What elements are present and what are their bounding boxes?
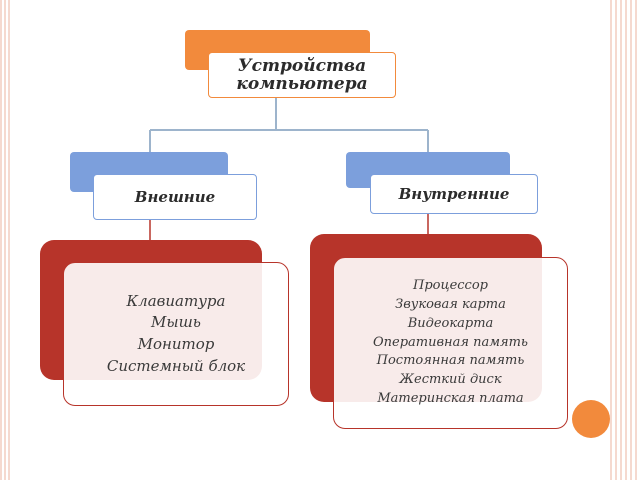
list-item: Оперативная память bbox=[372, 334, 529, 350]
list-item: Материнская плата bbox=[377, 391, 524, 407]
right-decorative-stripe bbox=[610, 0, 640, 480]
orange-accent-circle bbox=[572, 400, 610, 438]
list-item: Процессор bbox=[413, 278, 488, 294]
list-item: Звуковая карта bbox=[395, 296, 506, 312]
list-item: Постоянная память bbox=[376, 353, 525, 369]
list-item: Клавиатура bbox=[126, 291, 226, 310]
external-devices-list: Клавиатура Мышь Монитор Системный блок bbox=[63, 262, 289, 406]
list-item: Видеокарта bbox=[407, 315, 494, 331]
internal-node-label: Внутренние bbox=[398, 185, 510, 203]
list-item: Жесткий диск bbox=[399, 372, 502, 388]
root-node: Устройства компьютера bbox=[208, 52, 396, 98]
list-item: Мышь bbox=[151, 313, 201, 332]
internal-node: Внутренние bbox=[370, 174, 538, 214]
external-node: Внешние bbox=[93, 174, 257, 220]
internal-devices-list: Процессор Звуковая карта Видеокарта Опер… bbox=[333, 257, 568, 429]
list-item: Системный блок bbox=[106, 356, 246, 375]
root-node-label: Устройства компьютера bbox=[236, 56, 368, 94]
external-node-label: Внешние bbox=[134, 188, 216, 206]
left-decorative-stripe bbox=[0, 0, 12, 480]
list-item: Монитор bbox=[137, 335, 215, 353]
